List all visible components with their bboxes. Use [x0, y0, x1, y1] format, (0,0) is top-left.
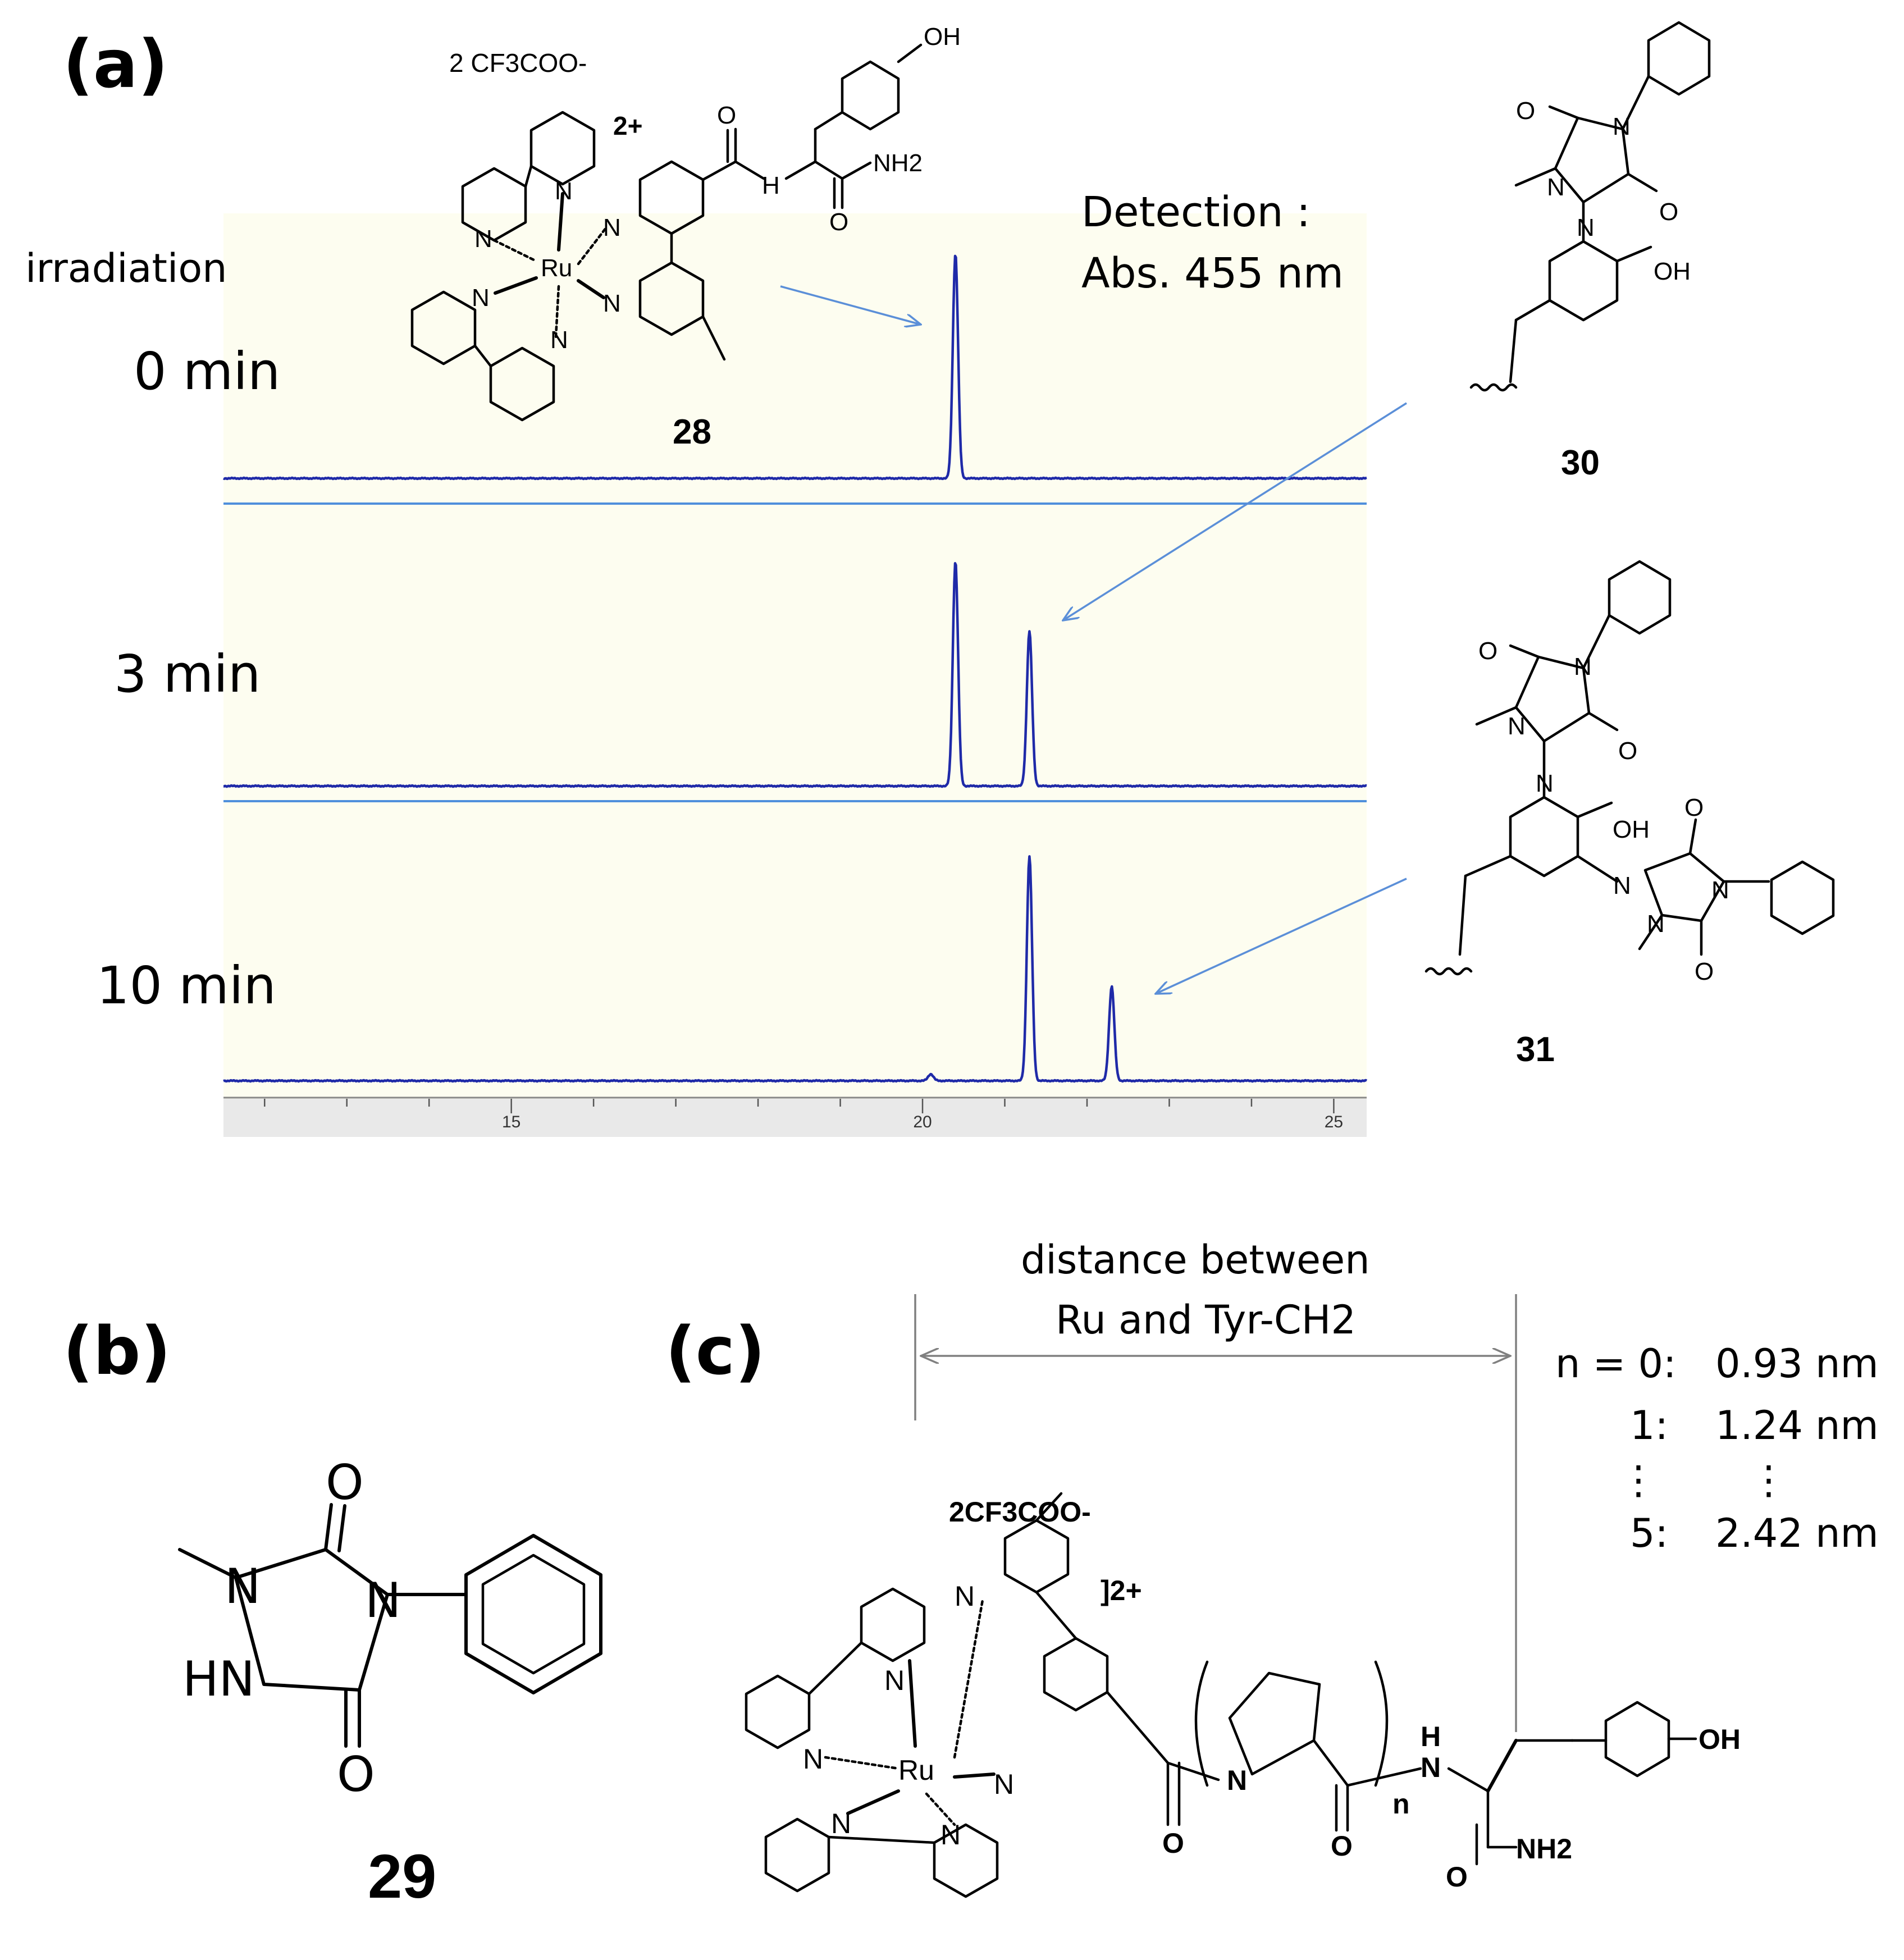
n-atom: N [1711, 876, 1729, 904]
o-atom-29: O [326, 1455, 364, 1511]
detection-label: Detection : [1081, 188, 1311, 236]
structure-31: O N O N N OH O N N N O 31 [1424, 560, 1835, 1069]
chromatogram-traces [222, 254, 1368, 1083]
o-atom: O [829, 208, 848, 236]
n-atom: N [1421, 1752, 1441, 1783]
panel-label-c: (c) [665, 1312, 765, 1390]
n-atom: N [603, 214, 621, 241]
n-atom: N [884, 1665, 905, 1696]
x-tick-label: 15 [502, 1113, 520, 1131]
x-axis-ticks: 15 20 25 [263, 1099, 1343, 1131]
n-atom: N [1647, 910, 1665, 938]
n-atom: N [1508, 712, 1526, 740]
repeat-n: n [1392, 1788, 1410, 1820]
oh-group: OH [1613, 816, 1650, 843]
structure-ru-pro-tyr: 2CF3COO- ]2+ Ru N N N N N N [745, 1492, 1741, 1898]
x-tick-label: 25 [1325, 1113, 1343, 1131]
o-atom: O [1684, 794, 1704, 821]
n-atom: N [474, 225, 492, 253]
distance-n-0: n = 0: [1555, 1341, 1677, 1387]
distance-caption-2: Ru and Tyr-CH2 [1056, 1297, 1356, 1343]
detection-wavelength: Abs. 455 nm [1081, 249, 1344, 298]
n-atom: N [1547, 173, 1565, 201]
n-atom: N [940, 1819, 961, 1851]
n-atom: N [1536, 770, 1554, 797]
nh2-group: NH2 [873, 149, 923, 177]
distance-d-1: 1.24 nm [1715, 1402, 1879, 1449]
compound-30-label: 30 [1561, 444, 1600, 482]
structure-30: O N O N N OH 30 [1469, 21, 1711, 482]
panel-label-b: (b) [63, 1312, 171, 1390]
o-atom: O [717, 102, 736, 129]
h-atom: H [762, 172, 780, 199]
ru-atom-c: Ru [898, 1755, 934, 1786]
distance-n-3: 5: [1630, 1510, 1668, 1556]
compound-31-label: 31 [1516, 1030, 1555, 1069]
n-atom: N [1613, 113, 1631, 140]
o-atom: O [1162, 1827, 1184, 1859]
n-atom: N [1227, 1765, 1247, 1796]
n-atom-29: N [225, 1559, 261, 1615]
distance-d-2: ⋮ [1749, 1457, 1788, 1503]
o-atom: O [1695, 958, 1714, 985]
o-atom: O [1446, 1861, 1468, 1893]
oh-group: OH [924, 23, 961, 51]
distance-d-0: 0.93 nm [1715, 1341, 1879, 1387]
trace-2 [223, 855, 1368, 1083]
arrow-31-to-peak [1156, 878, 1407, 994]
distance-d-3: 2.42 nm [1715, 1510, 1879, 1556]
counterion-c: 2CF3COO- [949, 1496, 1091, 1528]
distance-n-1: 1: [1630, 1402, 1668, 1449]
charge-28: 2+ [613, 111, 642, 140]
oh-group-c: OH [1698, 1724, 1741, 1755]
arrow-30-to-peak [1063, 402, 1407, 620]
n-atom: N [955, 1580, 975, 1612]
o-atom: O [1659, 198, 1678, 226]
compound-29-label: 29 [368, 1842, 436, 1911]
panel-label-a: (a) [63, 25, 168, 103]
n-atom: N [994, 1769, 1014, 1800]
n-atom: N [550, 326, 568, 354]
n-atom: N [1613, 872, 1631, 899]
trace-1 [223, 562, 1367, 788]
n-atom: N [1577, 214, 1595, 241]
charge-c: ]2+ [1101, 1575, 1142, 1606]
x-tick-label: 20 [913, 1113, 932, 1131]
structure-28: 2 CF3COO- 2+ Ru N N N N N N [410, 23, 961, 451]
irradiation-title: irradiation [25, 245, 227, 291]
hn-group-29: HN [182, 1651, 255, 1707]
counterion-28: 2 CF3COO- [449, 48, 587, 77]
n-atom: N [803, 1743, 823, 1775]
o-atom: O [1516, 97, 1535, 125]
time-label-0: 0 min [134, 341, 280, 401]
nh2-group-c: NH2 [1516, 1833, 1572, 1865]
time-label-3: 3 min [114, 644, 261, 704]
o-atom: O [1618, 737, 1637, 765]
x-axis-band [223, 1099, 1367, 1137]
distance-n-2: ⋮ [1619, 1457, 1658, 1503]
n-atom: N [831, 1808, 851, 1839]
n-atom: N [1574, 653, 1592, 680]
oh-group: OH [1654, 258, 1691, 285]
n-atom: N [603, 290, 621, 317]
ru-atom-28: Ru [541, 254, 572, 282]
o-atom: O [1478, 637, 1497, 665]
o-atom-29: O [337, 1747, 375, 1803]
compound-28-label: 28 [673, 413, 711, 451]
arrow-28-to-peak [780, 285, 921, 325]
chromatogram-background [223, 213, 1367, 1137]
o-atom: O [1331, 1830, 1353, 1862]
n-atom: N [555, 177, 573, 205]
structure-29: N HN N O O 29 [178, 1455, 602, 1911]
distance-annotation: distance between Ru and Tyr-CH2 n = 0: 0… [914, 1237, 1879, 1732]
n-atom: N [472, 284, 490, 312]
h-atom: H [1421, 1721, 1441, 1752]
trace-0 [222, 254, 1367, 481]
time-label-10: 10 min [97, 956, 276, 1016]
distance-caption-1: distance between [1021, 1237, 1370, 1283]
n-atom-29: N [365, 1573, 401, 1629]
